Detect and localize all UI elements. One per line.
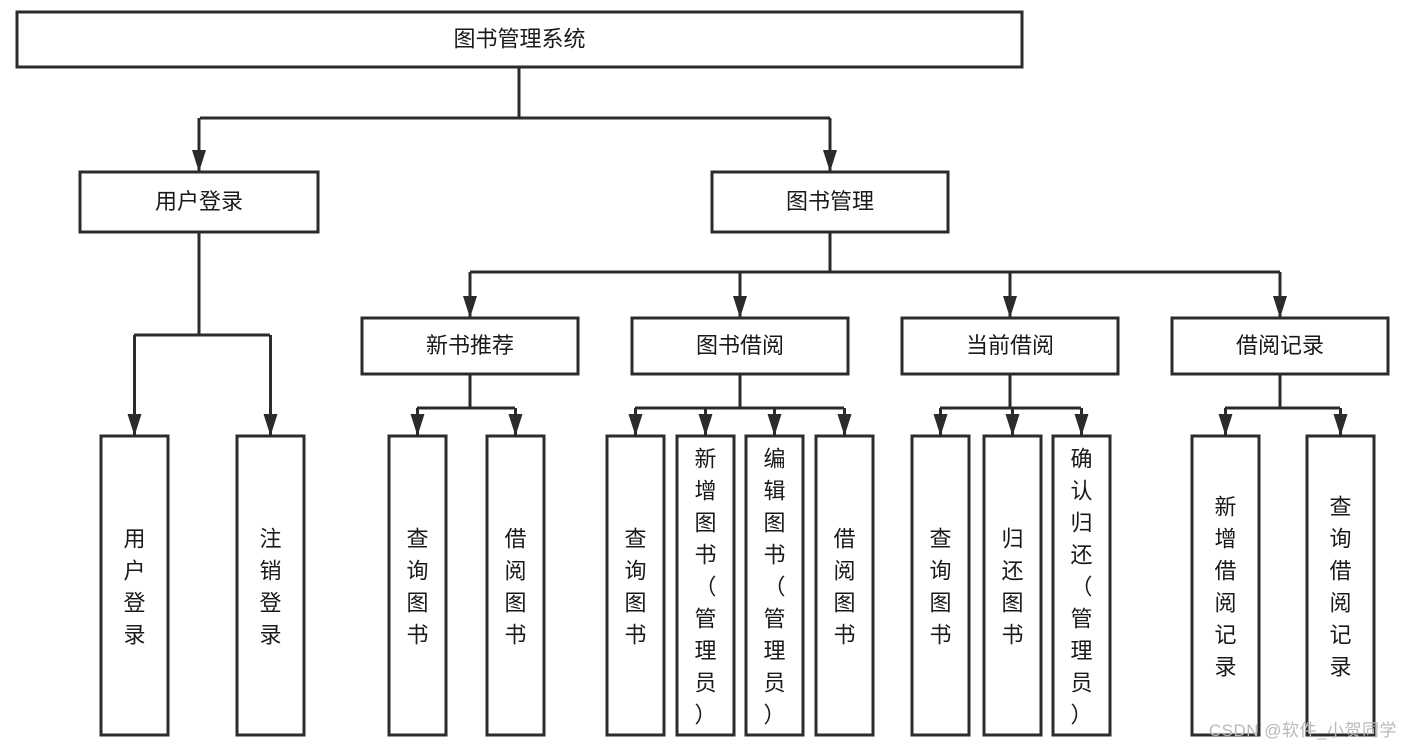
node-cb-confirm-return[interactable]: 确认归还（管理员） (1051, 434, 1112, 737)
node-box-user-login-do[interactable] (99, 434, 170, 737)
connector-bus-current-borrow (940, 374, 1081, 410)
node-nbr-query-book[interactable]: 查询图书 (387, 434, 448, 737)
edge-book-borrow-to-bb-edit-book (767, 408, 782, 436)
edge-new-book-rec-to-nbr-query-book (410, 408, 425, 436)
connector-bus-book-borrow (635, 374, 844, 410)
nodes-layer: 图书管理系统用户登录图书管理新书推荐图书借阅当前借阅借阅记录用户登录注销登录查询… (15, 10, 1390, 737)
node-book-manage[interactable]: 图书管理 (710, 170, 950, 234)
node-label-nbr-borrow-book: 借阅图书 (504, 526, 526, 647)
node-label-cb-return-book: 归还图书 (1001, 526, 1023, 647)
node-label-bb-query-book: 查询图书 (624, 526, 646, 647)
connector-bus-new-book-rec (417, 374, 515, 410)
node-label-cb-query-book: 查询图书 (929, 526, 951, 647)
node-bb-borrow-book[interactable]: 借阅图书 (814, 434, 875, 737)
connector-bus-book-manage (470, 232, 1280, 274)
node-box-borrow-record[interactable] (1170, 316, 1390, 376)
node-box-br-query-record[interactable] (1305, 434, 1376, 737)
node-box-br-add-record[interactable] (1190, 434, 1261, 737)
node-label-bb-edit-book: 编辑图书（管理员） (763, 446, 785, 727)
node-current-borrow[interactable]: 当前借阅 (900, 316, 1120, 376)
edge-book-manage-to-book-borrow (733, 272, 747, 318)
node-box-nbr-query-book[interactable] (387, 434, 448, 737)
edge-current-borrow-to-cb-confirm-return (1074, 408, 1089, 436)
node-label-user-logout: 注销登录 (259, 526, 281, 647)
connector-bus-borrow-record (1225, 374, 1340, 410)
node-label-nbr-query-book: 查询图书 (406, 526, 428, 647)
node-box-nbr-borrow-book[interactable] (485, 434, 546, 737)
node-box-current-borrow[interactable] (900, 316, 1120, 376)
node-label-user-login: 用户登录 (155, 189, 243, 214)
node-br-add-record[interactable]: 新增借阅记录 (1190, 434, 1261, 737)
edge-book-borrow-to-bb-query-book (628, 408, 643, 436)
node-box-book-manage[interactable] (710, 170, 950, 234)
node-borrow-record[interactable]: 借阅记录 (1170, 316, 1390, 376)
node-label-user-login-do: 用户登录 (123, 526, 145, 647)
edge-book-borrow-to-bb-add-book (698, 408, 713, 436)
node-book-borrow[interactable]: 图书借阅 (630, 316, 850, 376)
node-box-new-book-rec[interactable] (360, 316, 580, 376)
edge-current-borrow-to-cb-query-book (933, 408, 948, 436)
node-label-current-borrow: 当前借阅 (966, 333, 1054, 358)
node-box-book-borrow[interactable] (630, 316, 850, 376)
node-user-login-do[interactable]: 用户登录 (99, 434, 170, 737)
edge-user-login-to-user-login-do (127, 335, 142, 436)
node-label-new-book-rec: 新书推荐 (426, 333, 514, 358)
node-user-login[interactable]: 用户登录 (78, 170, 320, 234)
node-cb-return-book[interactable]: 归还图书 (982, 434, 1043, 737)
node-box-bb-edit-book[interactable] (744, 434, 805, 737)
node-nbr-borrow-book[interactable]: 借阅图书 (485, 434, 546, 737)
node-box-cb-query-book[interactable] (910, 434, 971, 737)
node-box-user-login[interactable] (78, 170, 320, 234)
node-root[interactable]: 图书管理系统 (15, 10, 1024, 69)
edge-new-book-rec-to-nbr-borrow-book (508, 408, 523, 436)
edge-current-borrow-to-cb-return-book (1005, 408, 1020, 436)
edge-root-to-user-login (192, 118, 206, 172)
node-bb-query-book[interactable]: 查询图书 (605, 434, 666, 737)
node-bb-edit-book[interactable]: 编辑图书（管理员） (744, 434, 805, 737)
node-box-bb-borrow-book[interactable] (814, 434, 875, 737)
edge-book-manage-to-current-borrow (1003, 272, 1017, 318)
node-label-cb-confirm-return: 确认归还（管理员） (1070, 446, 1092, 727)
node-label-br-add-record: 新增借阅记录 (1214, 494, 1236, 679)
node-label-bb-add-book: 新增图书（管理员） (694, 446, 716, 727)
node-box-user-logout[interactable] (235, 434, 306, 737)
node-box-cb-return-book[interactable] (982, 434, 1043, 737)
node-label-root: 图书管理系统 (453, 26, 585, 51)
node-label-book-manage: 图书管理 (786, 189, 874, 214)
edge-book-manage-to-new-book-rec (463, 272, 477, 318)
connectors-layer (127, 67, 1348, 436)
edge-book-borrow-to-bb-borrow-book (837, 408, 852, 436)
node-bb-add-book[interactable]: 新增图书（管理员） (675, 434, 736, 737)
connector-bus-user-login (134, 232, 270, 337)
node-br-query-record[interactable]: 查询借阅记录 (1305, 434, 1376, 737)
edge-user-login-to-user-logout (263, 335, 278, 436)
node-label-bb-borrow-book: 借阅图书 (833, 526, 855, 647)
node-label-borrow-record: 借阅记录 (1236, 333, 1324, 358)
node-box-cb-confirm-return[interactable] (1051, 434, 1112, 737)
edge-root-to-book-manage (823, 118, 837, 172)
edge-borrow-record-to-br-query-record (1333, 408, 1348, 436)
node-cb-query-book[interactable]: 查询图书 (910, 434, 971, 737)
connector-bus-root (200, 67, 830, 120)
node-box-bb-query-book[interactable] (605, 434, 666, 737)
node-box-root[interactable] (15, 10, 1024, 69)
node-label-br-query-record: 查询借阅记录 (1329, 494, 1351, 679)
node-label-book-borrow: 图书借阅 (696, 333, 784, 358)
edge-borrow-record-to-br-add-record (1218, 408, 1233, 436)
node-box-bb-add-book[interactable] (675, 434, 736, 737)
node-new-book-rec[interactable]: 新书推荐 (360, 316, 580, 376)
node-user-logout[interactable]: 注销登录 (235, 434, 306, 737)
edge-book-manage-to-borrow-record (1273, 272, 1287, 318)
csdn-watermark: CSDN @软件_小贺同学 (1208, 721, 1397, 740)
